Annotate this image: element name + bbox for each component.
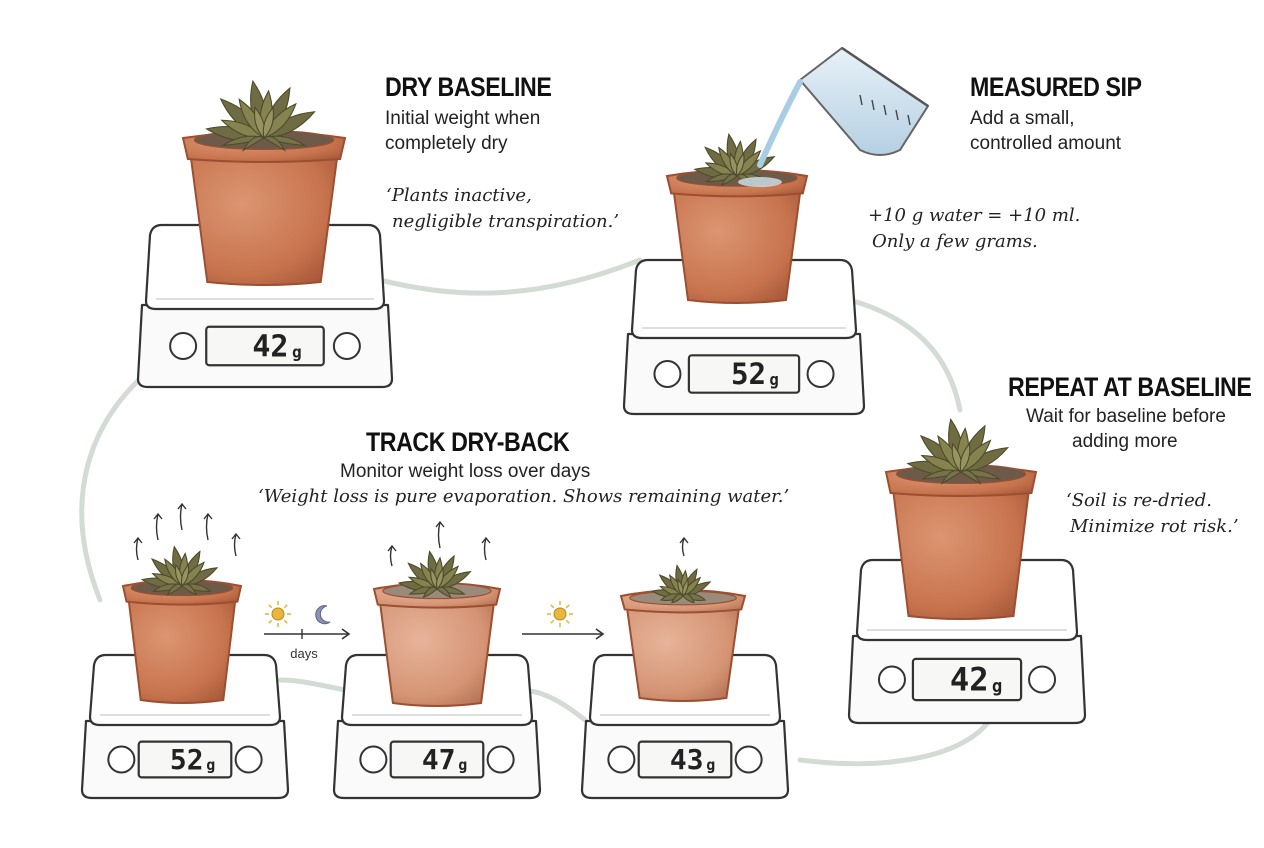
scale-measured-sip-power-button <box>806 360 835 388</box>
scale-track-2-power-button <box>486 745 515 774</box>
pot-track-2 <box>372 550 502 707</box>
scale-repeat-tare-button <box>877 665 906 694</box>
evaporation-arrow-icon <box>231 532 241 557</box>
scale-dry-baseline-unit: g <box>292 343 302 362</box>
repeat-note-1: ‘Soil is re-dried. <box>1066 490 1212 511</box>
dry-baseline-note-2: negligible transpiration.’ <box>392 211 620 232</box>
dry-baseline-title: DRY BASELINE <box>385 72 552 102</box>
scale-measured-sip-tare-button <box>653 360 682 388</box>
scale-track-1-power-button <box>234 745 263 774</box>
evaporation-arrow-icon <box>153 512 163 541</box>
measured-sip-desc-1: Add a small, <box>970 108 1075 129</box>
repeat-title: REPEAT AT BASELINE <box>1008 372 1252 402</box>
scale-measured-sip-unit: g <box>769 370 778 389</box>
dry-baseline-desc-2: completely dry <box>385 133 508 154</box>
scale-track-1-reading: 52 <box>170 743 204 776</box>
water-puddle <box>738 177 782 187</box>
scale-dry-baseline-display <box>205 325 325 367</box>
evaporation-arrow-icon <box>177 502 187 531</box>
measuring-cup-icon <box>798 46 930 156</box>
scale-track-1-unit: g <box>206 756 215 774</box>
scale-track-2-display <box>389 740 485 779</box>
scale-track-3-reading: 43 <box>670 743 704 776</box>
scale-repeat-power-button <box>1028 665 1057 694</box>
cycle-path <box>79 257 993 767</box>
scale-track-2-tare-button <box>359 745 388 774</box>
water-stream <box>757 79 803 168</box>
scale-track-3-display <box>637 740 733 779</box>
pot-track-3 <box>619 564 747 702</box>
timeline-arrow-1 <box>264 628 351 640</box>
scale-track-3-tare-button <box>607 745 636 774</box>
evaporation-arrow-icon <box>387 544 397 567</box>
pot-track-2-succulent <box>397 550 472 599</box>
pot-measured-sip <box>665 132 809 304</box>
pot-repeat-succulent <box>906 418 1010 485</box>
repeat-desc-2: adding more <box>1072 431 1178 452</box>
scale-repeat-reading: 42 <box>950 661 989 699</box>
scale-repeat-unit: g <box>992 677 1002 697</box>
sun-icon <box>547 601 573 627</box>
pot-measured-sip-succulent <box>693 132 776 187</box>
scale-dry-baseline-reading: 42 <box>252 329 288 364</box>
pot-track-3-succulent <box>650 564 712 604</box>
timeline-arrow-2 <box>522 628 605 640</box>
repeat-note-2: Minimize rot risk.’ <box>1070 516 1239 537</box>
measured-sip-title: MEASURED SIP <box>970 72 1142 102</box>
evaporation-arrow-icon <box>481 536 491 561</box>
dry-baseline-note-1: ‘Plants inactive, <box>386 185 532 206</box>
scale-track-1-tare-button <box>107 745 136 774</box>
timeline-days-label: days <box>290 646 318 661</box>
evaporation-arrow-icon <box>133 536 143 561</box>
repeat-desc-1: Wait for baseline before <box>1026 406 1226 427</box>
track-desc: Monitor weight loss over days <box>340 461 591 482</box>
pot-track-1-succulent <box>140 545 219 596</box>
scale-track-3-unit: g <box>706 756 715 774</box>
sun-icon <box>265 601 291 627</box>
pot-dry-baseline-succulent <box>205 79 316 152</box>
dry-baseline-desc-1: Initial weight when <box>385 108 541 129</box>
pot-track-1 <box>121 545 243 704</box>
track-title: TRACK DRY-BACK <box>366 427 570 457</box>
scale-track-2-unit: g <box>458 756 467 774</box>
track-note: ‘Weight loss is pure evaporation. Shows … <box>258 486 790 507</box>
evaporation-arrow-icon <box>435 520 445 549</box>
scale-track-2-reading: 47 <box>422 743 456 776</box>
pot-dry-baseline <box>181 79 347 286</box>
evaporation-arrow-icon <box>679 536 689 557</box>
scale-dry-baseline-tare-button <box>169 332 198 360</box>
measured-sip-note-2: Only a few grams. <box>872 231 1038 252</box>
pot-repeat <box>884 418 1038 620</box>
scale-measured-sip-reading: 52 <box>731 357 766 391</box>
measured-sip-desc-2: controlled amount <box>970 133 1122 154</box>
moon-icon <box>315 605 331 625</box>
scale-measured-sip-display <box>687 354 801 394</box>
scale-track-1-display <box>137 740 233 779</box>
evaporation-arrow-icon <box>203 512 213 541</box>
scale-repeat-display <box>911 657 1023 702</box>
scale-track-3-power-button <box>734 745 763 774</box>
measured-sip-note-1: +10 g water = +10 ml. <box>868 205 1081 226</box>
scale-dry-baseline-power-button <box>332 332 361 360</box>
